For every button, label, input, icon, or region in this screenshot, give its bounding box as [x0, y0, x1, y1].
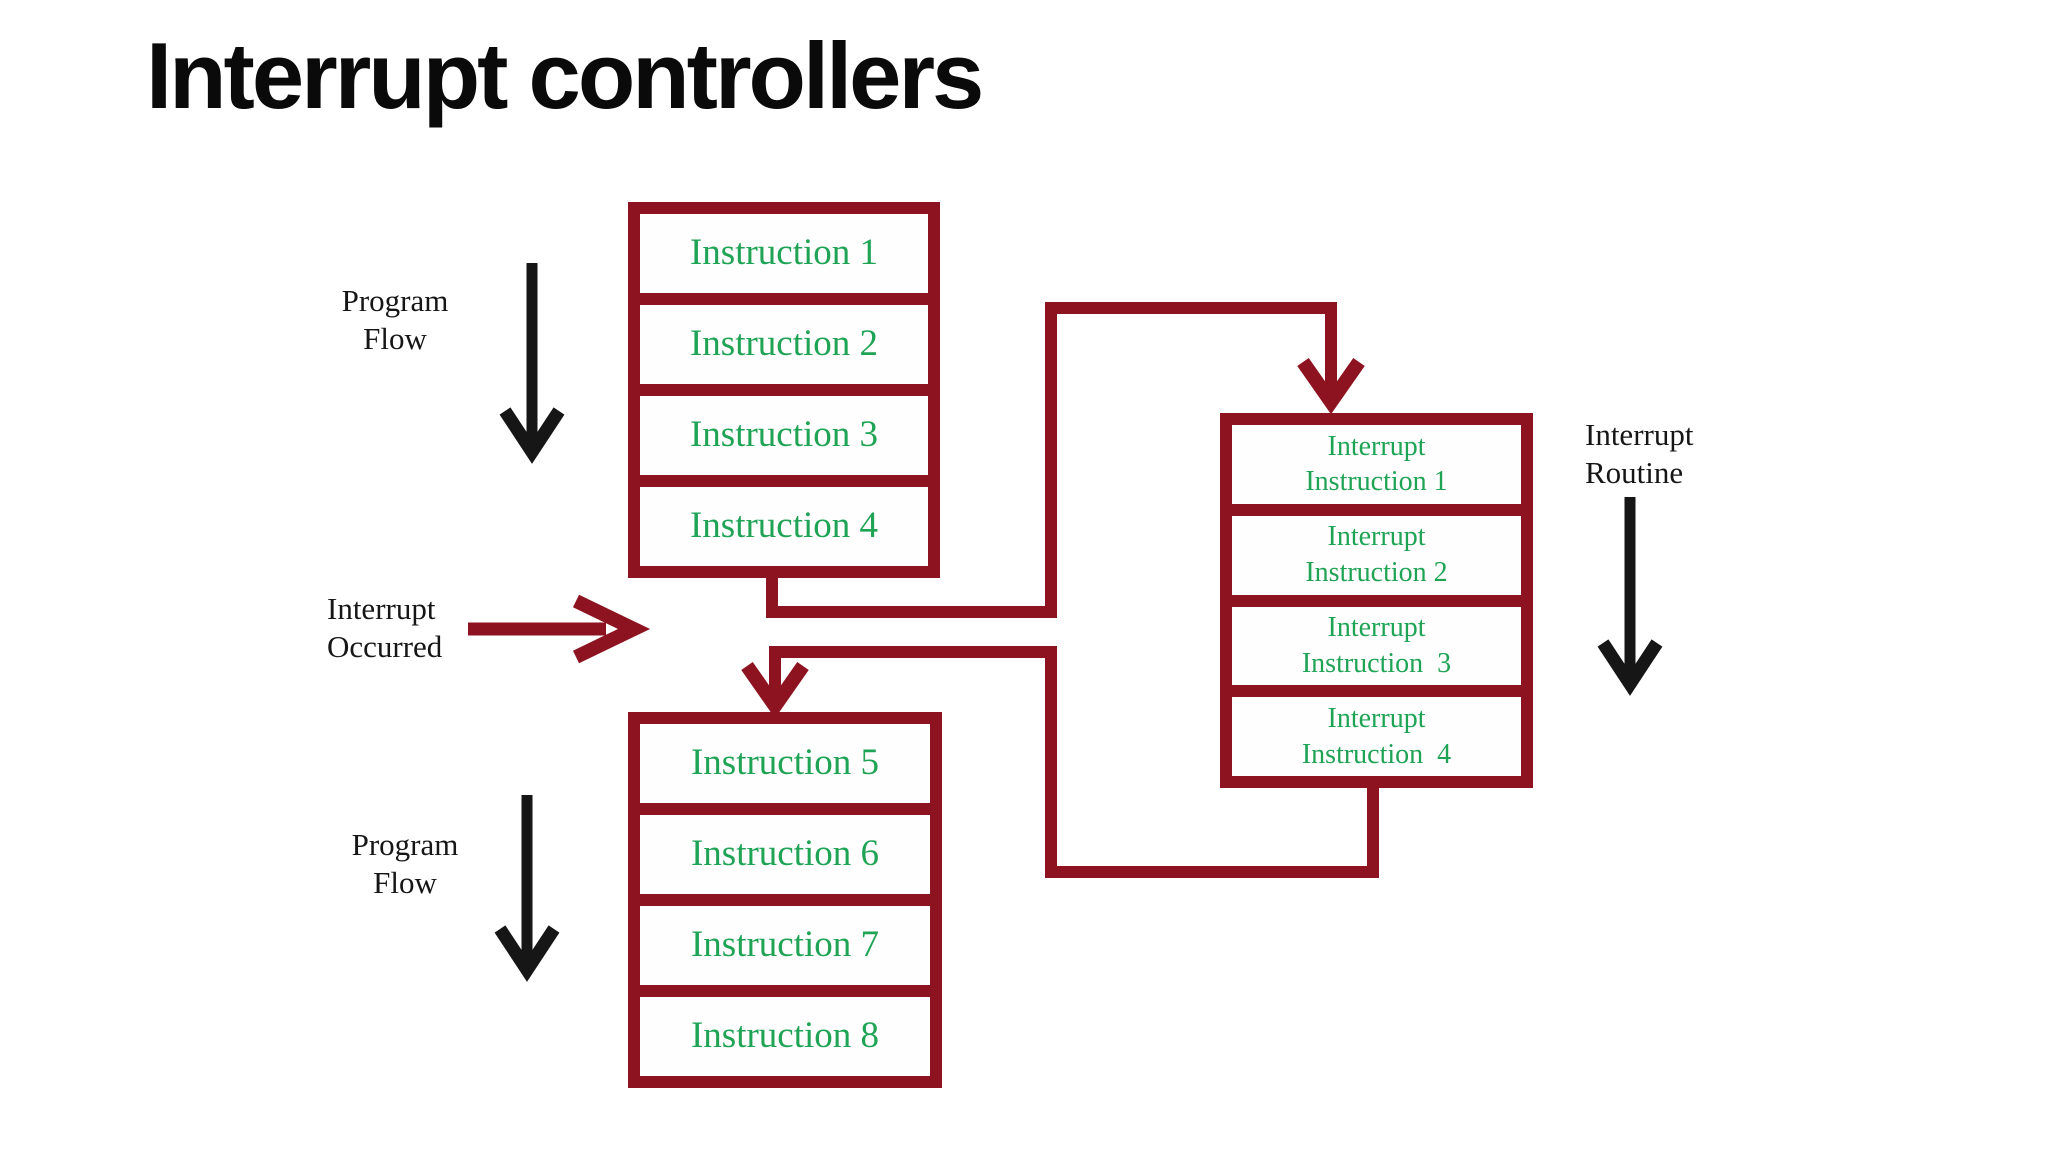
- interrupt-instruction-label-line2: Instruction 3: [1301, 647, 1452, 679]
- interrupt-dispatch-line: [766, 302, 1337, 618]
- instruction-label: Instruction 3: [689, 414, 879, 456]
- page-title: Interrupt controllers: [146, 23, 984, 128]
- instruction-label: Instruction 7: [690, 924, 880, 966]
- instruction-label: Instruction 4: [689, 505, 879, 547]
- interrupt-instruction-cell: Interrupt Instruction 3: [1232, 606, 1521, 686]
- interrupt-routine-box: Interrupt Instruction 1 Interrupt Instru…: [1220, 413, 1533, 788]
- instruction-cell: Instruction 4: [640, 487, 928, 566]
- instruction-cell: Instruction 2: [640, 305, 928, 384]
- label-line: Routine: [1585, 455, 1684, 490]
- interrupt-routine-label: Interrupt Routine: [1585, 416, 1693, 492]
- instruction-label: Instruction 8: [690, 1015, 880, 1057]
- interrupt-instruction-label-line1: Interrupt: [1327, 702, 1426, 734]
- program-flow-top-label: Program Flow: [300, 282, 490, 358]
- interrupt-instruction-label-line1: Interrupt: [1327, 612, 1426, 644]
- label-line: Interrupt: [327, 591, 436, 626]
- interrupt-instruction-label-line1: Interrupt: [1327, 430, 1426, 462]
- label-line: Flow: [373, 865, 437, 900]
- instruction-cell: Instruction 8: [640, 997, 930, 1076]
- instruction-cell: Instruction 1: [640, 214, 928, 293]
- interrupt-return-line: [769, 646, 1379, 878]
- interrupt-instruction-cell: Interrupt Instruction 4: [1232, 697, 1521, 776]
- interrupt-instruction-label-line1: Interrupt: [1327, 521, 1426, 553]
- interrupt-occurred-label: Interrupt Occurred: [327, 590, 442, 666]
- instruction-cell: Instruction 7: [640, 906, 930, 985]
- instruction-label: Instruction 1: [689, 232, 879, 274]
- label-line: Interrupt: [1585, 417, 1694, 452]
- interrupt-instruction-label-line2: Instruction 4: [1301, 738, 1452, 770]
- interrupt-instruction-label-line2: Instruction 2: [1305, 557, 1448, 589]
- label-line: Flow: [363, 321, 427, 356]
- interrupt-instruction-cell: Interrupt Instruction 2: [1232, 515, 1521, 595]
- instruction-cell: Instruction 6: [640, 815, 930, 894]
- interrupt-dispatch-arrowhead-icon: [1297, 357, 1365, 415]
- label-line: Program: [341, 283, 449, 318]
- interrupt-routine-arrowhead-icon: [1597, 639, 1663, 696]
- instruction-cell: Instruction 3: [640, 396, 928, 475]
- program-box-top: Instruction 1 Instruction 2 Instruction …: [628, 202, 940, 578]
- program-flow-bottom-arrowhead-icon: [494, 925, 560, 982]
- interrupt-instruction-cell: Interrupt Instruction 1: [1232, 425, 1521, 504]
- interrupt-return-arrowhead-icon: [741, 661, 809, 719]
- instruction-label: Instruction 2: [689, 323, 879, 365]
- instruction-cell: Instruction 5: [640, 724, 930, 803]
- label-line: Occurred: [327, 629, 443, 664]
- label-line: Program: [351, 827, 459, 862]
- interrupt-occurred-arrowhead-icon: [572, 594, 651, 664]
- program-flow-top-arrowhead-icon: [499, 407, 565, 464]
- interrupt-instruction-label-line2: Instruction 1: [1305, 466, 1448, 498]
- program-flow-bottom-label: Program Flow: [310, 826, 500, 902]
- program-box-bottom: Instruction 5 Instruction 6 Instruction …: [628, 712, 942, 1088]
- instruction-label: Instruction 5: [690, 742, 880, 784]
- instruction-label: Instruction 6: [690, 833, 880, 875]
